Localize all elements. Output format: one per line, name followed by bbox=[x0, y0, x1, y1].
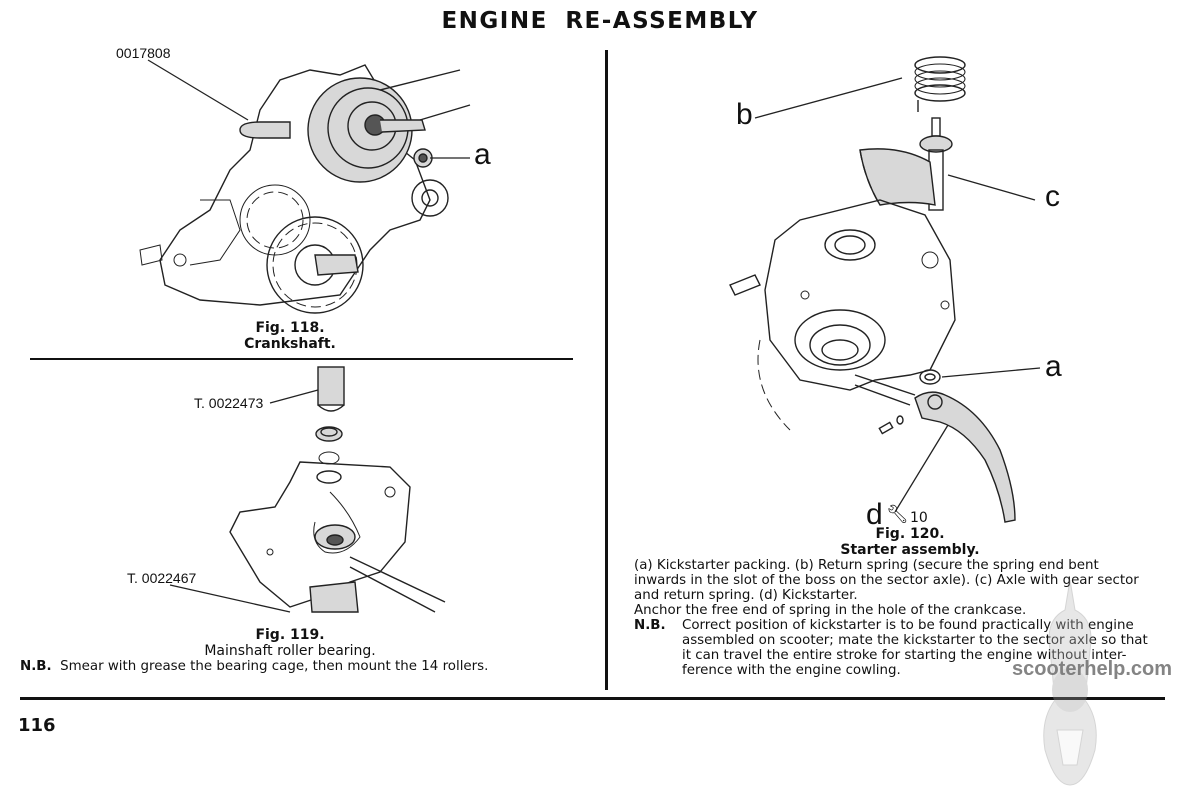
note-line: assembled on scooter; mate the kickstart… bbox=[682, 633, 1148, 648]
footer-rule bbox=[20, 697, 1165, 700]
fig119-title: Mainshaft roller bearing. bbox=[204, 643, 376, 659]
part-label-b: b bbox=[736, 98, 753, 131]
scooter-watermark-icon bbox=[1043, 580, 1097, 786]
note-line: Correct position of kickstarter is to be… bbox=[682, 618, 1134, 633]
fig118-leaders bbox=[147, 59, 470, 159]
fig119-note: N.B. Smear with grease the bearing cage,… bbox=[20, 659, 580, 674]
legend-line: and return spring. (d) Kickstarter. bbox=[634, 588, 858, 603]
part-label-d: d bbox=[866, 498, 883, 531]
fig120-caption: Fig. 120. Starter assembly. bbox=[800, 526, 1020, 558]
fig118-number: Fig. 118. bbox=[255, 320, 325, 336]
crankshaft-illustration bbox=[139, 64, 471, 314]
fig120-note-label: N.B. bbox=[634, 618, 666, 633]
fig120-title: Starter assembly. bbox=[840, 542, 980, 558]
fig120-note: N.B. Correct position of kickstarter is … bbox=[634, 618, 1186, 678]
starter-assembly-illustration bbox=[729, 56, 1016, 523]
part-label-a: a bbox=[474, 138, 491, 171]
fig119-number: Fig. 119. bbox=[255, 627, 325, 643]
fig118-title: Crankshaft. bbox=[244, 336, 336, 352]
figure-divider bbox=[30, 358, 573, 360]
tool-label-t0022473: T. 0022473 bbox=[194, 395, 264, 411]
note-line: it can travel the entire stroke for star… bbox=[682, 648, 1127, 663]
watermark-text[interactable]: scooterhelp.com bbox=[1012, 658, 1173, 680]
fig119-leaders bbox=[169, 389, 319, 613]
fig119-note-text: Smear with grease the bearing cage, then… bbox=[60, 659, 489, 674]
legend-line: (a) Kickstarter packing. (b) Return spri… bbox=[634, 558, 1099, 573]
tool-label-t0022467: T. 0022467 bbox=[127, 570, 197, 586]
fig120-legend: (a) Kickstarter packing. (b) Return spri… bbox=[634, 558, 1186, 618]
page-title: ENGINE RE-ASSEMBLY bbox=[441, 8, 759, 34]
mainshaft-bearing-illustration bbox=[229, 366, 446, 613]
legend-line: inwards in the slot of the boss on the s… bbox=[634, 573, 1139, 588]
tool-label-0017808: 0017808 bbox=[116, 45, 171, 61]
page-number: 116 bbox=[18, 715, 56, 736]
fig120-number: Fig. 120. bbox=[875, 526, 945, 542]
spanner-icon: 🔧︎ bbox=[886, 504, 909, 525]
part-label-a: a bbox=[1045, 350, 1062, 383]
spanner-size-label: 10 bbox=[910, 510, 928, 526]
note-line: ference with the engine cowling. bbox=[682, 663, 901, 678]
anchor-note: Anchor the free end of spring in the hol… bbox=[634, 603, 1027, 618]
part-label-c: c bbox=[1045, 180, 1060, 213]
fig119-caption: Fig. 119. Mainshaft roller bearing. bbox=[140, 627, 440, 659]
fig119-note-label: N.B. bbox=[20, 659, 52, 674]
column-divider bbox=[605, 50, 608, 690]
fig118-caption: Fig. 118. Crankshaft. bbox=[180, 320, 400, 352]
